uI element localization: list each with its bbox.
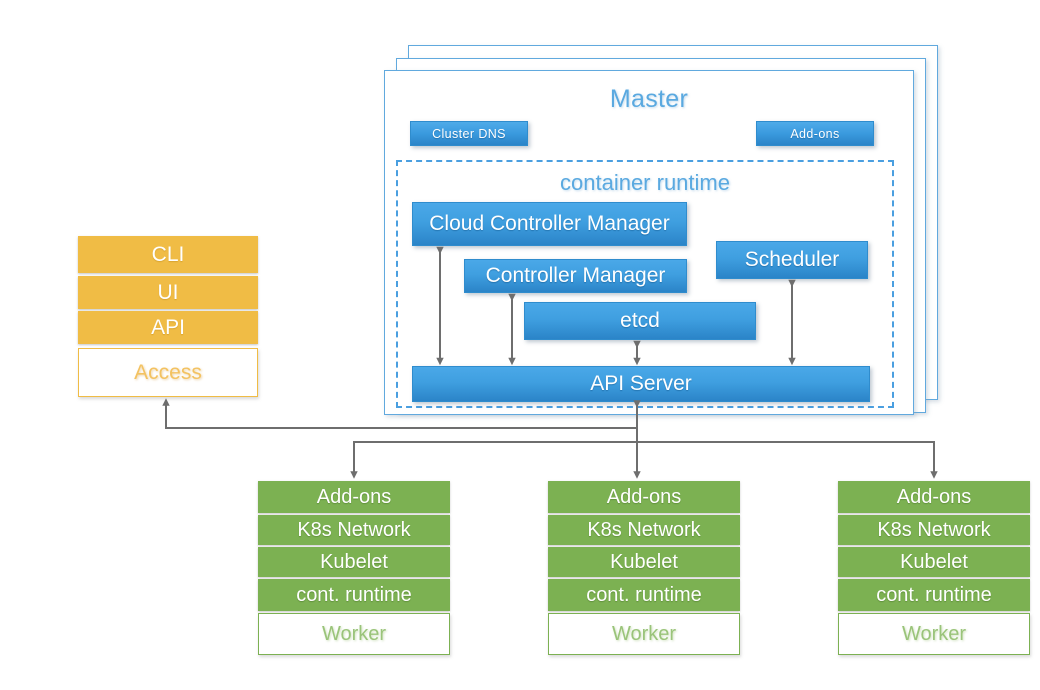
worker-1-layer-kubelet[interactable]: Kubelet: [258, 547, 450, 577]
worker-1-layer-addons[interactable]: Add-ons: [258, 481, 450, 513]
api-server-box[interactable]: API Server: [412, 366, 870, 402]
worker-2-layer-cont-runtime[interactable]: cont. runtime: [548, 579, 740, 611]
worker-1-footer[interactable]: Worker: [258, 613, 450, 655]
access-layer-api[interactable]: API: [78, 311, 258, 344]
worker-3-layer-k8s-network[interactable]: K8s Network: [838, 515, 1030, 545]
cluster-dns-box[interactable]: Cluster DNS: [410, 121, 528, 146]
etcd-box[interactable]: etcd: [524, 302, 756, 340]
worker-3-layer-kubelet[interactable]: Kubelet: [838, 547, 1030, 577]
wire-apiserver-to-worker-1: [350, 441, 637, 479]
access-layer-ui[interactable]: UI: [78, 276, 258, 309]
worker-2-layer-addons[interactable]: Add-ons: [548, 481, 740, 513]
worker-1-layer-k8s-network[interactable]: K8s Network: [258, 515, 450, 545]
access-footer[interactable]: Access: [78, 348, 258, 397]
worker-2-footer[interactable]: Worker: [548, 613, 740, 655]
container-runtime-title: container runtime: [560, 170, 730, 195]
worker-3-footer[interactable]: Worker: [838, 613, 1030, 655]
worker-2-layer-kubelet[interactable]: Kubelet: [548, 547, 740, 577]
worker-3-layer-addons[interactable]: Add-ons: [838, 481, 1030, 513]
container-runtime-region: container runtime: [396, 160, 894, 408]
cloud-controller-manager-box[interactable]: Cloud Controller Manager: [412, 202, 687, 246]
worker-3-layer-cont-runtime[interactable]: cont. runtime: [838, 579, 1030, 611]
scheduler-box[interactable]: Scheduler: [716, 241, 868, 279]
master-addons-box[interactable]: Add-ons: [756, 121, 874, 146]
controller-manager-box[interactable]: Controller Manager: [464, 259, 687, 293]
access-layer-cli[interactable]: CLI: [78, 236, 258, 273]
worker-2-layer-k8s-network[interactable]: K8s Network: [548, 515, 740, 545]
master-title: Master: [609, 85, 689, 113]
worker-1-layer-cont-runtime[interactable]: cont. runtime: [258, 579, 450, 611]
wire-apiserver-to-worker-3: [637, 441, 938, 479]
